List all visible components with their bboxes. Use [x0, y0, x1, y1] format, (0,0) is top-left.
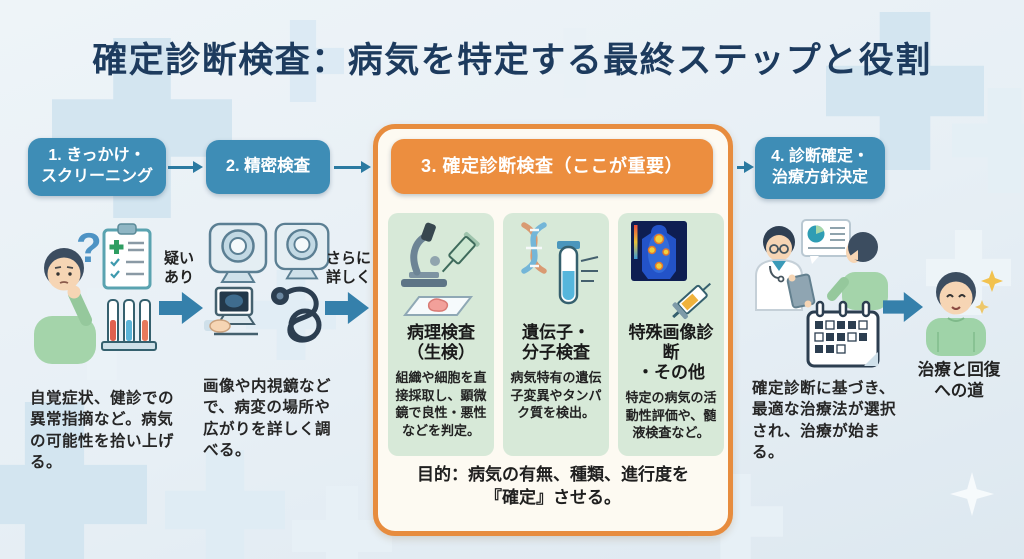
card-genetic-title: 遺伝子・ 分子検査	[522, 323, 590, 363]
step-3-box: 3. 確定診断検査（ここが重要）	[391, 139, 713, 194]
checklist-icon	[102, 223, 152, 290]
mri-scanner-icon	[274, 222, 330, 280]
stage4-illustration	[755, 219, 888, 368]
stage2-caption: 画像や内視鏡などで、病変の場所や広がりを詳しく調べる。	[203, 378, 332, 460]
outcome-illustration	[926, 270, 1003, 356]
card-imaging-title: 特殊画像診断 ・その他	[628, 323, 714, 383]
card-imaging: 特殊画像診断 ・その他 特定の病気の活動性評価や、髄液検査など。	[618, 213, 724, 456]
outcome-caption: 治療と回復 への道	[917, 361, 1001, 401]
panel-purpose: 目的：病気の有無、種類、進行度を 『確定』させる。	[417, 465, 689, 507]
card-pathology: 病理検査 （生検） 組織や細胞を直接採取し、顕微鏡で良性・悪性などを判定。	[388, 213, 494, 456]
endoscope-icon	[271, 286, 322, 343]
arrow-step3-step4	[737, 161, 754, 173]
patient-icon	[827, 232, 888, 310]
stage1-illustration: ?	[34, 223, 157, 364]
sparkle-decoration	[950, 472, 994, 516]
card-genetic-body: 病気特有の遺伝子変異やタンパク質を検出。	[510, 370, 602, 421]
happy-person-icon	[926, 272, 986, 356]
transition1-label: 疑い あり	[164, 250, 195, 286]
calendar-icon	[806, 300, 880, 368]
pathology-biopsy-icon	[401, 222, 480, 316]
card-imaging-body: 特定の病気の活動性評価や、髄液検査など。	[625, 390, 717, 441]
card-pathology-body: 組織や細胞を直接採取し、顕微鏡で良性・悪性などを判定。	[395, 370, 487, 438]
speech-bubble-chart-icon	[801, 219, 851, 264]
step-1-box: 1. きっかけ・ スクリーニング	[28, 138, 166, 196]
test-tubes-icon	[101, 299, 157, 351]
stage1-caption: 自覚症状、健診での異常指摘など。病気の可能性を拾い上げる。	[30, 390, 175, 472]
dna-test-icon	[521, 222, 599, 305]
card-pathology-title: 病理検査 （生検）	[407, 323, 475, 363]
pet-scan-syringe-icon	[631, 221, 711, 319]
page-title: 確定診断検査：病気を特定する最終ステップと役割	[92, 41, 932, 80]
arrow-step1-step2	[168, 161, 203, 173]
step-4-box: 4. 診断確定・ 治療方針決定	[755, 137, 885, 199]
card-genetic: 遺伝子・ 分子検査 病気特有の遺伝子変異やタンパク質を検出。	[503, 213, 609, 456]
ultrasound-icon	[204, 286, 258, 336]
stage2-illustration	[204, 222, 330, 343]
stage4-caption: 確定診断に基づき、最適な治療法が選択され、治療が始まる。	[752, 380, 897, 462]
doctor-icon	[755, 226, 816, 311]
transition2-label: さらに 詳しく	[326, 250, 372, 286]
step-2-box: 2. 精密検査	[206, 140, 330, 194]
ct-scanner-icon	[208, 222, 268, 283]
arrow-step2-step3	[334, 161, 371, 173]
sparkle-icon	[975, 270, 1003, 314]
thinking-person-icon	[34, 248, 96, 364]
